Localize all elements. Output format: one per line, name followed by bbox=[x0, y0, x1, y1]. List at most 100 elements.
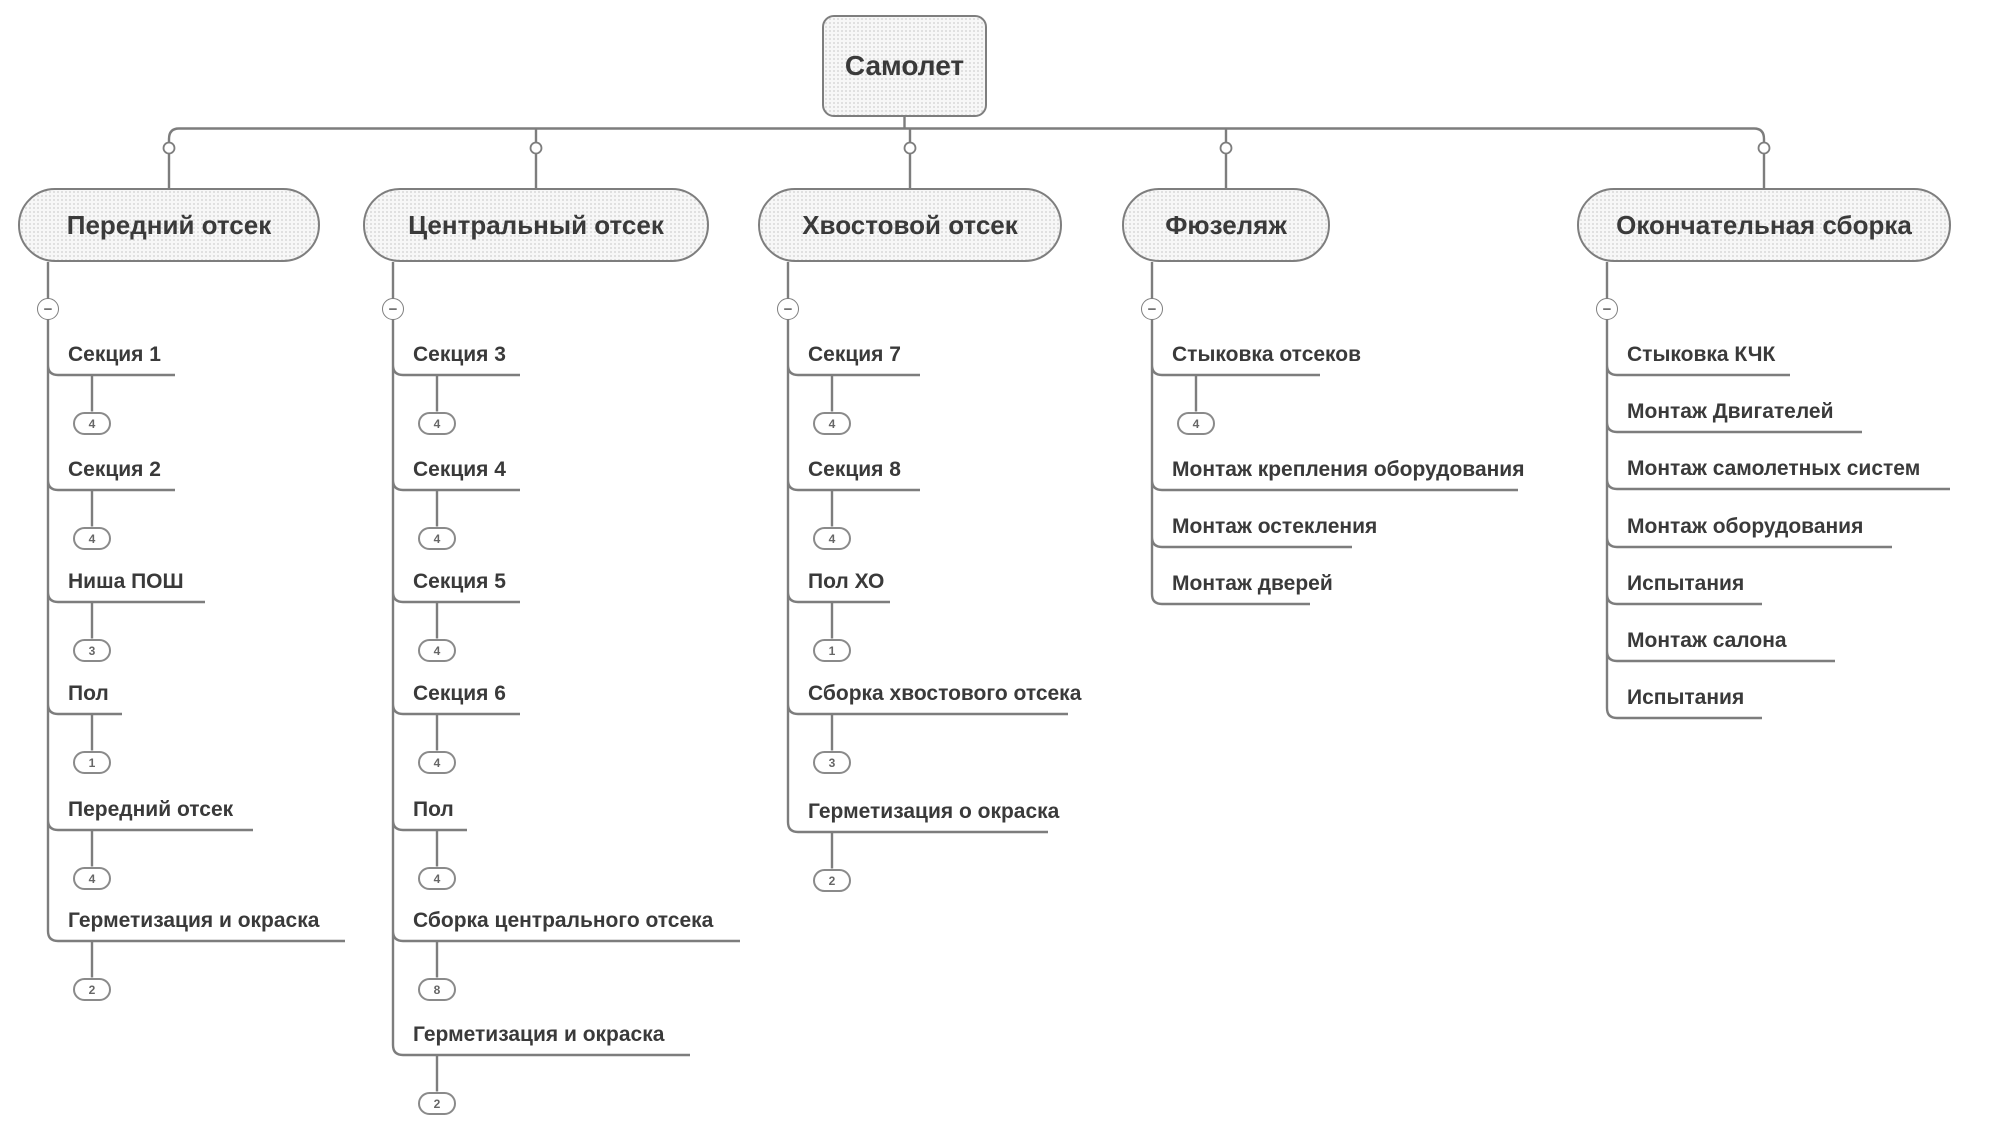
branch-node-4[interactable]: Фюзеляж bbox=[1122, 188, 1330, 262]
badge-count: 8 bbox=[433, 982, 441, 997]
branch-connector-dot bbox=[162, 141, 176, 155]
badge-count: 1 bbox=[828, 643, 836, 658]
branch-node-3[interactable]: Хвостовой отсек bbox=[758, 188, 1062, 262]
task-count-badge[interactable]: 4 bbox=[813, 412, 851, 435]
task-count-badge[interactable]: 3 bbox=[73, 639, 111, 662]
task-item-label[interactable]: Монтаж дверей bbox=[1172, 572, 1333, 595]
branch-5-wires bbox=[1605, 262, 1950, 720]
branch-node-5[interactable]: Окончательная сборка bbox=[1577, 188, 1951, 262]
badge-count: 1 bbox=[88, 755, 96, 770]
badge-count: 4 bbox=[88, 416, 96, 431]
task-item-label[interactable]: Пол bbox=[413, 798, 454, 821]
task-count-badge[interactable]: 4 bbox=[73, 412, 111, 435]
branch-connector-dot bbox=[1219, 141, 1233, 155]
task-item-label[interactable]: Монтаж остекления bbox=[1172, 515, 1378, 538]
task-item-label[interactable]: Пол ХО bbox=[808, 570, 885, 593]
badge-count: 4 bbox=[88, 531, 96, 546]
task-item-label[interactable]: Секция 5 bbox=[413, 570, 506, 593]
task-item-label[interactable]: Монтаж салона bbox=[1627, 629, 1787, 652]
collapse-button-branch-3[interactable]: − bbox=[777, 298, 799, 320]
task-item-label[interactable]: Секция 4 bbox=[413, 458, 506, 481]
branch-connector-dot bbox=[529, 141, 543, 155]
task-item-label[interactable]: Секция 1 bbox=[68, 343, 161, 366]
task-item-label[interactable]: Монтаж крепления оборудования bbox=[1172, 458, 1525, 481]
task-count-badge[interactable]: 4 bbox=[418, 639, 456, 662]
task-item-label[interactable]: Испытания bbox=[1627, 572, 1745, 595]
task-item-label[interactable]: Ниша ПОШ bbox=[68, 570, 184, 593]
task-item-label[interactable]: Испытания bbox=[1627, 686, 1745, 709]
badge-count: 4 bbox=[828, 531, 836, 546]
badge-count: 4 bbox=[88, 871, 96, 886]
task-count-badge[interactable]: 4 bbox=[73, 867, 111, 890]
branch-node-label: Фюзеляж bbox=[1165, 209, 1287, 240]
task-item-label[interactable]: Передний отсек bbox=[68, 798, 234, 821]
badge-count: 4 bbox=[828, 416, 836, 431]
badge-count: 4 bbox=[433, 416, 441, 431]
root-node-label: Самолет bbox=[844, 50, 965, 81]
task-count-badge[interactable]: 4 bbox=[813, 527, 851, 550]
task-count-badge[interactable]: 4 bbox=[418, 527, 456, 550]
task-count-badge[interactable]: 2 bbox=[418, 1092, 456, 1115]
task-item-label[interactable]: Монтаж оборудования bbox=[1627, 515, 1864, 538]
task-item-label[interactable]: Стыковка отсеков bbox=[1172, 343, 1362, 366]
branch-node-label: Хвостовой отсек bbox=[802, 209, 1018, 240]
branch-2-wires bbox=[391, 262, 740, 1092]
minus-icon: − bbox=[783, 300, 793, 318]
task-item-label[interactable]: Секция 7 bbox=[808, 343, 901, 366]
minus-icon: − bbox=[43, 300, 53, 318]
task-item-label[interactable]: Секция 3 bbox=[413, 343, 506, 366]
branch-node-label: Центральный отсек bbox=[408, 209, 664, 240]
branch-node-label: Окончательная сборка bbox=[1616, 209, 1912, 240]
minus-icon: − bbox=[1147, 300, 1157, 318]
badge-count: 4 bbox=[433, 755, 441, 770]
task-item-label[interactable]: Сборка хвостового отсека bbox=[808, 682, 1082, 705]
task-item-label[interactable]: Монтаж Двигателей bbox=[1627, 400, 1834, 423]
task-count-badge[interactable]: 2 bbox=[813, 869, 851, 892]
task-item-label[interactable]: Монтаж самолетных систем bbox=[1627, 457, 1921, 480]
minus-icon: − bbox=[388, 300, 398, 318]
task-count-badge[interactable]: 4 bbox=[418, 751, 456, 774]
branch-node-2[interactable]: Центральный отсек bbox=[363, 188, 709, 262]
badge-count: 2 bbox=[433, 1096, 441, 1111]
collapse-button-branch-1[interactable]: − bbox=[37, 298, 59, 320]
task-item-label[interactable]: Сборка центрального отсека bbox=[413, 909, 714, 932]
badge-count: 4 bbox=[433, 531, 441, 546]
task-count-badge[interactable]: 4 bbox=[1177, 412, 1215, 435]
branch-node-label: Передний отсек bbox=[66, 209, 272, 240]
badge-count: 2 bbox=[828, 873, 836, 888]
task-item-label[interactable]: Секция 2 bbox=[68, 458, 161, 481]
task-count-badge[interactable]: 1 bbox=[813, 639, 851, 662]
task-item-label[interactable]: Секция 8 bbox=[808, 458, 901, 481]
task-count-badge[interactable]: 3 bbox=[813, 751, 851, 774]
badge-count: 2 bbox=[88, 982, 96, 997]
branch-drop-connectors bbox=[167, 153, 1766, 188]
badge-count: 3 bbox=[828, 755, 836, 770]
task-count-badge[interactable]: 1 bbox=[73, 751, 111, 774]
task-count-badge[interactable]: 4 bbox=[418, 867, 456, 890]
task-item-label[interactable]: Пол bbox=[68, 682, 109, 705]
task-item-label[interactable]: Герметизация о окраска bbox=[808, 800, 1060, 823]
task-item-label[interactable]: Герметизация и окраска bbox=[413, 1023, 665, 1046]
task-count-badge[interactable]: 8 bbox=[418, 978, 456, 1001]
badge-count: 4 bbox=[1192, 416, 1200, 431]
branch-1-wires bbox=[46, 262, 345, 978]
branch-3-wires bbox=[786, 262, 1068, 869]
badge-count: 4 bbox=[433, 643, 441, 658]
badge-count: 3 bbox=[88, 643, 96, 658]
task-item-label[interactable]: Стыковка КЧК bbox=[1627, 343, 1776, 366]
task-count-badge[interactable]: 2 bbox=[73, 978, 111, 1001]
task-count-badge[interactable]: 4 bbox=[73, 527, 111, 550]
task-item-label[interactable]: Секция 6 bbox=[413, 682, 506, 705]
collapse-button-branch-4[interactable]: − bbox=[1141, 298, 1163, 320]
task-item-label[interactable]: Герметизация и окраска bbox=[68, 909, 320, 932]
branch-node-1[interactable]: Передний отсек bbox=[18, 188, 320, 262]
collapse-button-branch-5[interactable]: − bbox=[1596, 298, 1618, 320]
branch-connector-dot bbox=[903, 141, 917, 155]
minus-icon: − bbox=[1602, 300, 1612, 318]
root-node[interactable]: Самолет bbox=[822, 15, 987, 117]
collapse-button-branch-2[interactable]: − bbox=[382, 298, 404, 320]
task-count-badge[interactable]: 4 bbox=[418, 412, 456, 435]
branch-connector-dot bbox=[1757, 141, 1771, 155]
